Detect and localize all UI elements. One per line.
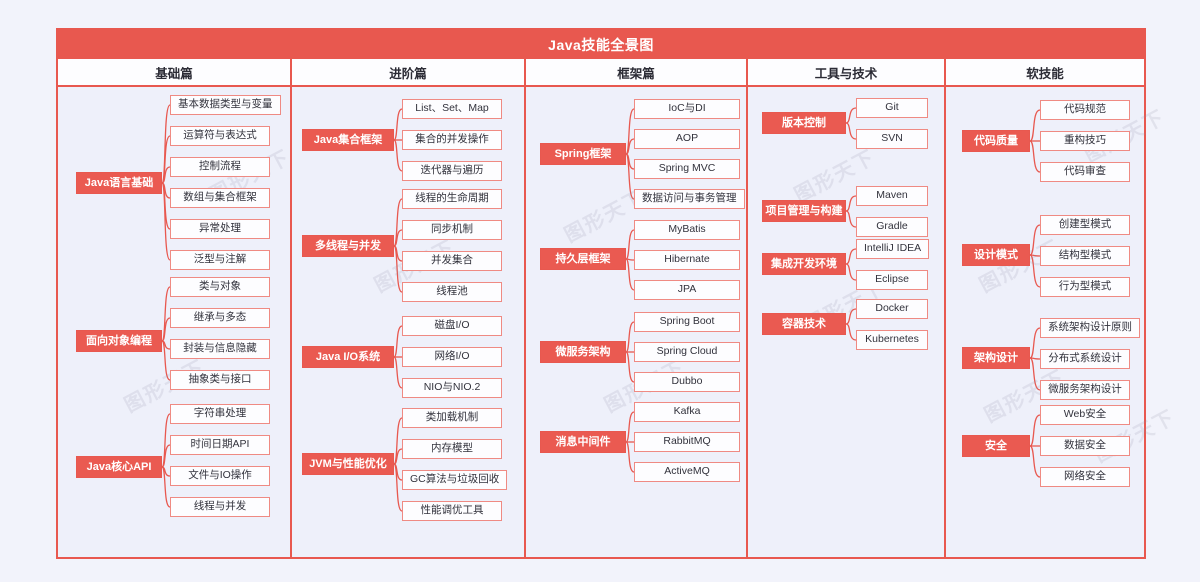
branch-leaf-node[interactable]: 线程的生命周期 (402, 189, 502, 209)
branch-root-node[interactable]: 设计模式 (962, 244, 1030, 266)
branch-leaf-node[interactable]: 创建型模式 (1040, 215, 1130, 235)
column-2: 进阶篇 Java集合框架 List、Set、Map 集合的并发操作迭代器与遍历多线程与… (292, 59, 526, 557)
branch-leaf-node[interactable]: 控制流程 (170, 157, 270, 177)
branch-leaf-node[interactable]: 行为型模式 (1040, 277, 1130, 297)
branch-leaf-node[interactable]: 数组与集合框架 (170, 188, 270, 208)
branch-leaf-node[interactable]: IoC与DI (634, 99, 740, 119)
branch-leaf-node[interactable]: Dubbo (634, 372, 740, 392)
branch-leaf-node[interactable]: 结构型模式 (1040, 246, 1130, 266)
branch-leaf-node[interactable]: 类与对象 (170, 277, 270, 297)
branch-root-node[interactable]: 版本控制 (762, 112, 846, 134)
branch-leaf-node[interactable]: 分布式系统设计 (1040, 349, 1130, 369)
branch-leaf-node[interactable]: 时间日期API (170, 435, 270, 455)
column-body: Java语言基础 基本数据类型与变量运算符与表达式控制流程数组与集合框架异常处理泛… (58, 87, 290, 557)
branch-leaf-node[interactable]: 类加载机制 (402, 408, 502, 428)
branch-leaf-node[interactable]: 网络I/O (402, 347, 502, 367)
branch-root-node[interactable]: Java核心API (76, 456, 162, 478)
branch-leaf-node[interactable]: 系统架构设计原则 (1040, 318, 1140, 338)
branch-leaf-node[interactable]: RabbitMQ (634, 432, 740, 452)
branch-leaf-node[interactable]: Docker (856, 299, 928, 319)
branch-leaf-node[interactable]: 抽象类与接口 (170, 370, 270, 390)
branch-leaf-node[interactable]: Kafka (634, 402, 740, 422)
branch-leaf-node[interactable]: IntelliJ IDEA (856, 239, 930, 259)
branch-leaf-node[interactable]: ActiveMQ (634, 462, 740, 482)
branch-root-node[interactable]: Java语言基础 (76, 172, 162, 194)
column-header: 进阶篇 (292, 59, 524, 87)
branch-root-node[interactable]: 微服务架构 (540, 341, 626, 363)
branch-leaf-node[interactable]: 文件与IO操作 (170, 466, 270, 486)
branch-leaf-node[interactable]: Git (856, 98, 928, 118)
branch-leaf-node[interactable]: 线程池 (402, 282, 502, 302)
column-body: Spring框架 IoC与DI AOP Spring MVC 数据访问与事务管理持久层框… (526, 87, 746, 557)
column-header: 框架篇 (526, 59, 746, 87)
columns-container: 基础篇 Java语言基础 基本数据类型与变量运算符与表达式控制流程数组与集合框架异常… (58, 59, 1144, 557)
branch-root-node[interactable]: JVM与性能优化 (302, 453, 394, 475)
branch-leaf-node[interactable]: 封装与信息隐藏 (170, 339, 270, 359)
branch-leaf-node[interactable]: Spring Boot (634, 312, 740, 332)
branch-root-node[interactable]: 容器技术 (762, 313, 846, 335)
branch-leaf-node[interactable]: 同步机制 (402, 220, 502, 240)
branch-leaf-node[interactable]: JPA (634, 280, 740, 300)
branch-leaf-node[interactable]: 重构技巧 (1040, 131, 1130, 151)
branch-leaf-node[interactable]: 集合的并发操作 (402, 130, 502, 150)
branch-leaf-node[interactable]: 数据访问与事务管理 (634, 189, 745, 209)
branch-leaf-node[interactable]: GC算法与垃圾回收 (402, 470, 508, 490)
branch-root-node[interactable]: 消息中间件 (540, 431, 626, 453)
column-3: 框架篇 Spring框架 IoC与DI AOP Spring MVC 数据访问与事务管理持… (526, 59, 748, 557)
branch-leaf-node[interactable]: NIO与NIO.2 (402, 378, 502, 398)
branch-leaf-node[interactable]: 基本数据类型与变量 (170, 95, 281, 115)
branch-leaf-node[interactable]: SVN (856, 129, 928, 149)
branch-leaf-node[interactable]: 运算符与表达式 (170, 126, 270, 146)
branch-leaf-node[interactable]: 磁盘I/O (402, 316, 502, 336)
branch-root-node[interactable]: 持久层框架 (540, 248, 626, 270)
branch-leaf-node[interactable]: 微服务架构设计 (1040, 380, 1130, 400)
branch-leaf-node[interactable]: 字符串处理 (170, 404, 270, 424)
branch-leaf-node[interactable]: 网络安全 (1040, 467, 1130, 487)
column-body: 代码质量代码规范重构技巧代码审查设计模式创建型模式结构型模式行为型模式架构设计系… (946, 87, 1144, 557)
branch-leaf-node[interactable]: Web安全 (1040, 405, 1130, 425)
column-header: 基础篇 (58, 59, 290, 87)
branch-leaf-node[interactable]: 异常处理 (170, 219, 270, 239)
branch-leaf-node[interactable]: 代码规范 (1040, 100, 1130, 120)
branch-leaf-node[interactable]: 线程与并发 (170, 497, 270, 517)
branch-leaf-node[interactable]: 并发集合 (402, 251, 502, 271)
branch-root-node[interactable]: 面向对象编程 (76, 330, 162, 352)
branch-leaf-node[interactable]: Eclipse (856, 270, 928, 290)
branch-root-node[interactable]: Spring框架 (540, 143, 626, 165)
branch-leaf-node[interactable]: List、Set、Map (402, 99, 502, 119)
branch-root-node[interactable]: Java集合框架 (302, 129, 394, 151)
branch-leaf-node[interactable]: 数据安全 (1040, 436, 1130, 456)
page-title: Java技能全景图 (58, 30, 1144, 59)
branch-root-node[interactable]: Java I/O系统 (302, 346, 394, 368)
branch-leaf-node[interactable]: AOP (634, 129, 740, 149)
branch-leaf-node[interactable]: MyBatis (634, 220, 740, 240)
branch-leaf-node[interactable]: Spring Cloud (634, 342, 740, 362)
column-5: 软技能代码质量代码规范重构技巧代码审查设计模式创建型模式结构型模式行为型模式架构… (946, 59, 1144, 557)
branch-leaf-node[interactable]: 性能调优工具 (402, 501, 502, 521)
branch-root-node[interactable]: 安全 (962, 435, 1030, 457)
branch-root-node[interactable]: 项目管理与构建 (762, 200, 846, 222)
branch-root-node[interactable]: 架构设计 (962, 347, 1030, 369)
branch-root-node[interactable]: 代码质量 (962, 130, 1030, 152)
branch-leaf-node[interactable]: 继承与多态 (170, 308, 270, 328)
branch-leaf-node[interactable]: Hibernate (634, 250, 740, 270)
branch-root-node[interactable]: 集成开发环境 (762, 253, 846, 275)
branch-leaf-node[interactable]: 代码审查 (1040, 162, 1130, 182)
column-header: 工具与技术 (748, 59, 944, 87)
branch-leaf-node[interactable]: 迭代器与遍历 (402, 161, 502, 181)
branch-leaf-node[interactable]: 泛型与注解 (170, 250, 270, 270)
branch-leaf-node[interactable]: Spring MVC (634, 159, 740, 179)
branch-leaf-node[interactable]: Kubernetes (856, 330, 928, 350)
branch-leaf-node[interactable]: 内存模型 (402, 439, 502, 459)
branch-leaf-node[interactable]: Gradle (856, 217, 928, 237)
column-header: 软技能 (946, 59, 1144, 87)
branch-root-node[interactable]: 多线程与并发 (302, 235, 394, 257)
mindmap-board: Java技能全景图 基础篇 Java语言基础 基本数据类型与变量运算符与表达式控制流… (56, 28, 1146, 559)
column-1: 基础篇 Java语言基础 基本数据类型与变量运算符与表达式控制流程数组与集合框架异常… (58, 59, 292, 557)
branch-leaf-node[interactable]: Maven (856, 186, 928, 206)
